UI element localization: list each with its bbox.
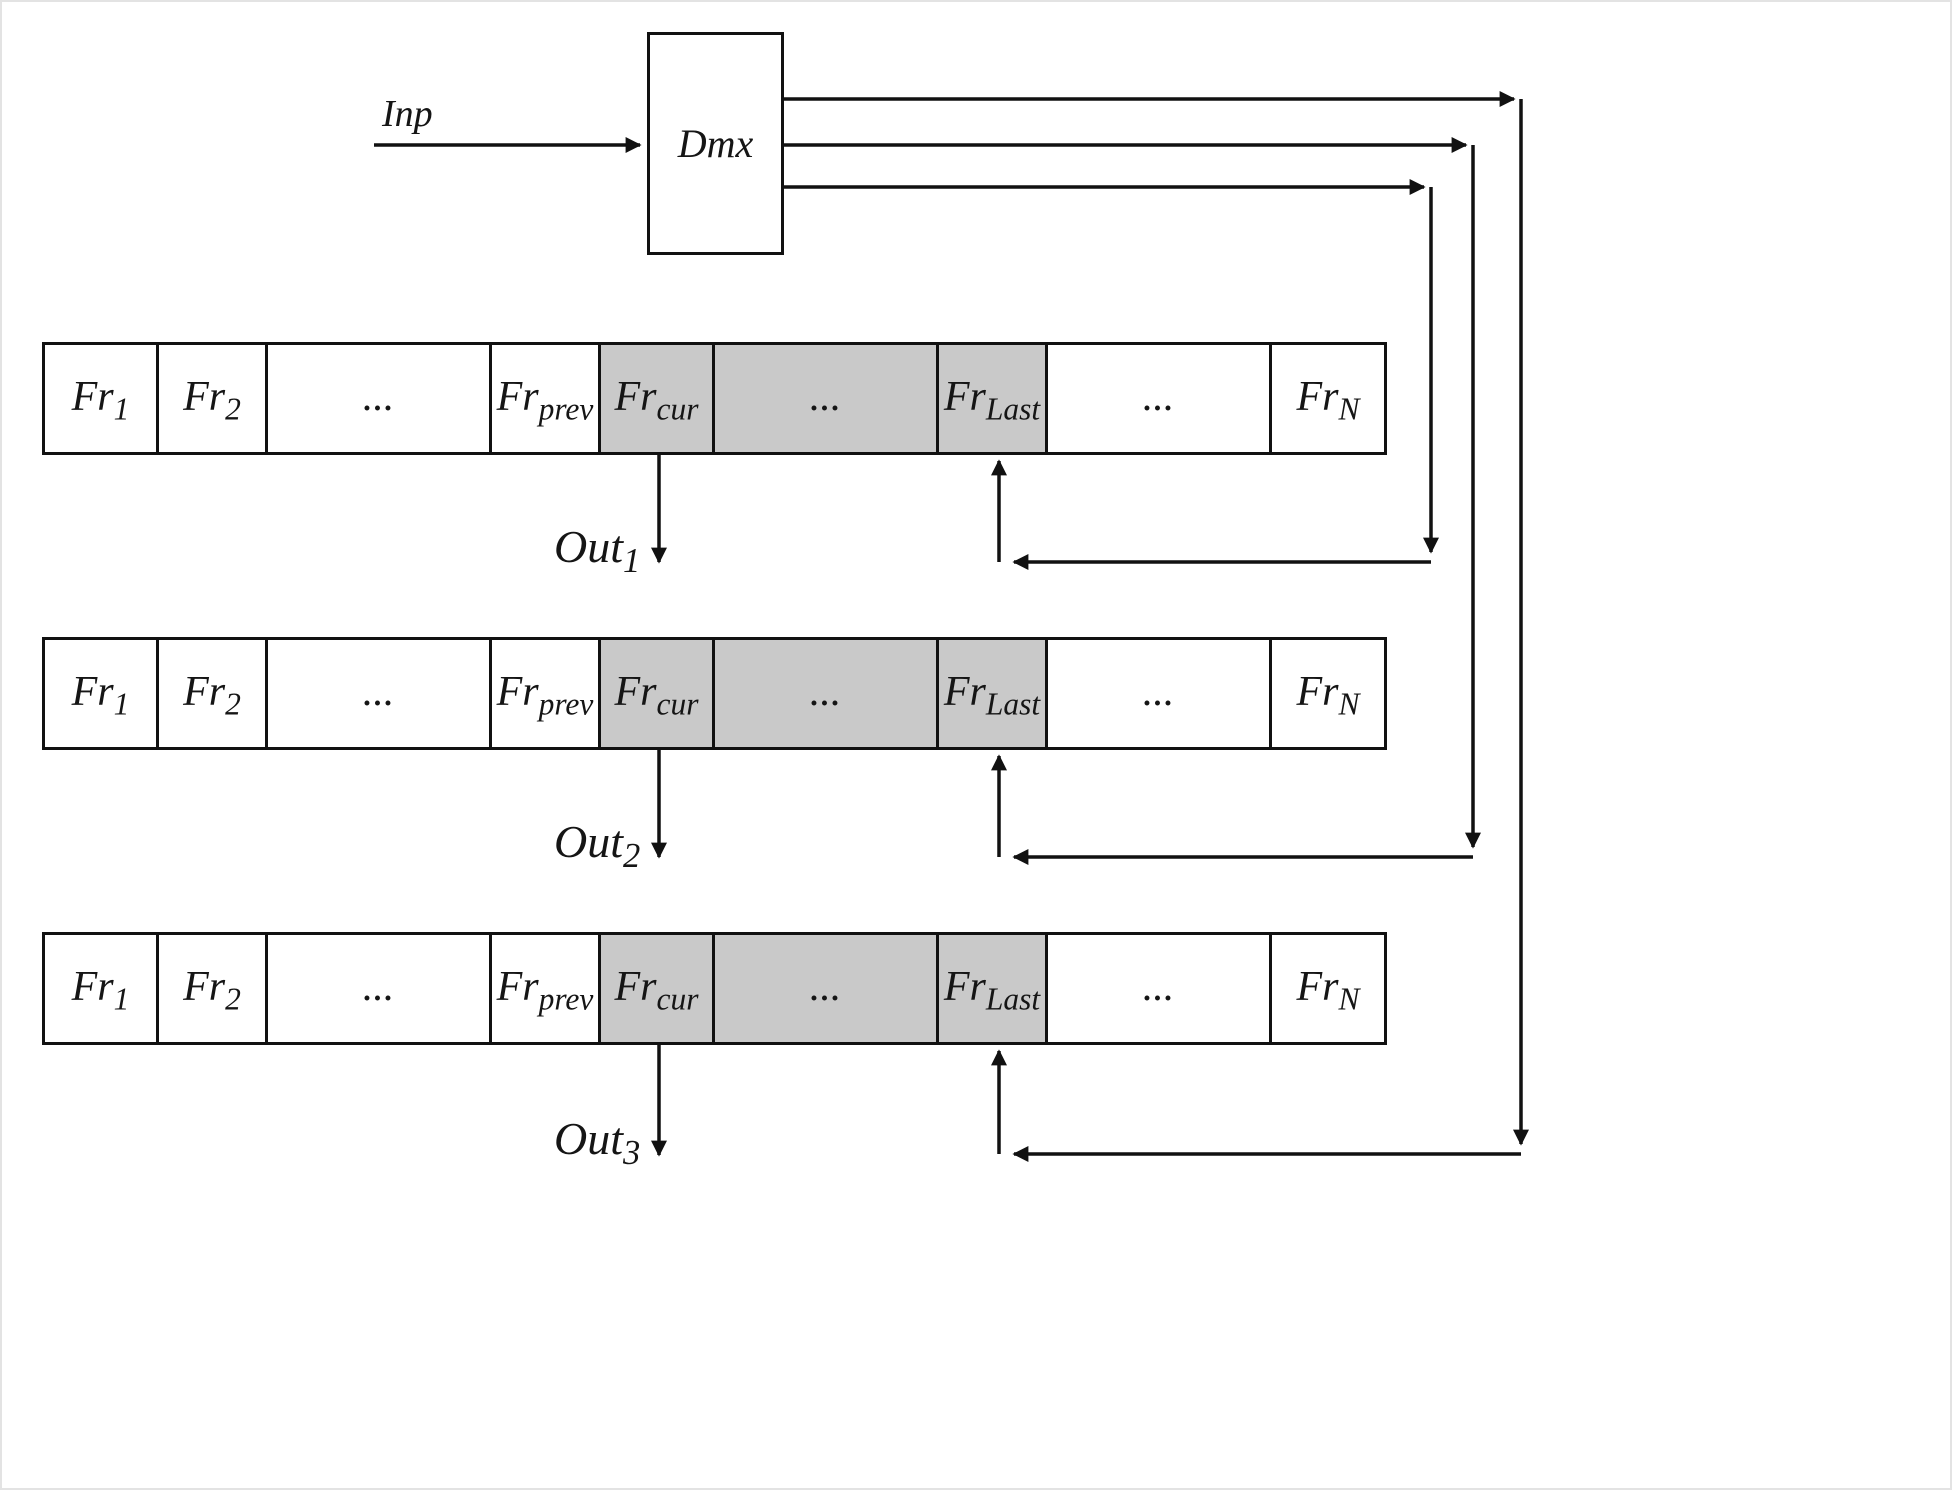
cell-text: Fr — [614, 963, 657, 1010]
frame-cell-ellipsis: ... — [1048, 935, 1272, 1042]
cell-text: ... — [809, 373, 842, 420]
cell-subscript: 2 — [225, 390, 241, 426]
frame-cell-last: FrLast — [939, 935, 1048, 1042]
cell-subscript: prev — [538, 685, 594, 721]
cell-text: Fr — [71, 373, 114, 420]
cell-text: Fr — [71, 963, 114, 1010]
frame-cell-current: Frcur — [601, 935, 715, 1042]
cell-text: ... — [362, 373, 395, 420]
out-label-subscript: 1 — [623, 542, 641, 581]
frame-buffer-row-1: Fr1 Fr2 ... Frprev Frcur ... FrLast ... … — [42, 342, 1387, 455]
cell-subscript: Last — [985, 390, 1041, 426]
out-label-text: Out — [554, 521, 623, 572]
cell-text: Fr — [943, 963, 986, 1010]
frame-buffer-row-3: Fr1 Fr2 ... Frprev Frcur ... FrLast ... … — [42, 932, 1387, 1045]
out-label-text: Out — [554, 1113, 623, 1164]
frame-cell-current: Frcur — [601, 345, 715, 452]
out-label-subscript: 3 — [623, 1134, 641, 1173]
frame-cell-prev: Frprev — [492, 345, 601, 452]
cell-subscript: 1 — [113, 980, 130, 1016]
cell-text: Fr — [1296, 668, 1339, 715]
cell-text: ... — [1142, 373, 1175, 420]
cell-text: Fr — [943, 373, 986, 420]
cell-text: Fr — [183, 668, 226, 715]
cell-subscript: Last — [985, 980, 1041, 1016]
demux-block: Dmx — [647, 32, 784, 255]
cell-subscript: cur — [656, 685, 699, 721]
out3-label: Out3 — [554, 1112, 640, 1171]
frame-cell-fr2: Fr2 — [159, 935, 268, 1042]
cell-subscript: prev — [538, 390, 594, 426]
cell-text: Fr — [943, 668, 986, 715]
frame-cell-ellipsis-shaded: ... — [715, 345, 939, 452]
frame-cell-prev: Frprev — [492, 935, 601, 1042]
out1-label: Out1 — [554, 520, 640, 579]
cell-subscript: 1 — [113, 685, 130, 721]
frame-buffer-row-2: Fr1 Fr2 ... Frprev Frcur ... FrLast ... … — [42, 637, 1387, 750]
frame-cell-ellipsis-shaded: ... — [715, 640, 939, 747]
cell-subscript: 2 — [225, 685, 241, 721]
cell-subscript: 1 — [113, 390, 130, 426]
cell-text: Fr — [496, 668, 539, 715]
cell-subscript: cur — [656, 980, 699, 1016]
cell-subscript: N — [1338, 390, 1360, 426]
frame-cell-frN: FrN — [1272, 935, 1384, 1042]
cell-text: Fr — [183, 963, 226, 1010]
out-label-subscript: 2 — [623, 837, 641, 876]
frame-cell-ellipsis: ... — [1048, 640, 1272, 747]
frame-cell-ellipsis-shaded: ... — [715, 935, 939, 1042]
cell-subscript: Last — [985, 685, 1041, 721]
cell-subscript: 2 — [225, 980, 241, 1016]
cell-text: Fr — [614, 373, 657, 420]
frame-cell-fr2: Fr2 — [159, 640, 268, 747]
cell-text: Fr — [1296, 373, 1339, 420]
cell-text: Fr — [496, 373, 539, 420]
frame-cell-last: FrLast — [939, 345, 1048, 452]
input-label: Inp — [382, 93, 433, 135]
out2-label: Out2 — [554, 815, 640, 874]
frame-cell-frN: FrN — [1272, 345, 1384, 452]
cell-text: ... — [809, 963, 842, 1010]
frame-cell-last: FrLast — [939, 640, 1048, 747]
frame-cell-frN: FrN — [1272, 640, 1384, 747]
frame-cell-fr1: Fr1 — [45, 640, 159, 747]
frame-cell-ellipsis: ... — [1048, 345, 1272, 452]
out-label-text: Out — [554, 816, 623, 867]
demux-label: Dmx — [677, 121, 754, 166]
frame-cell-fr1: Fr1 — [45, 345, 159, 452]
frame-cell-ellipsis: ... — [268, 935, 492, 1042]
cell-text: Fr — [71, 668, 114, 715]
cell-subscript: N — [1338, 685, 1360, 721]
cell-subscript: cur — [656, 390, 699, 426]
cell-text: Fr — [496, 963, 539, 1010]
cell-subscript: N — [1338, 980, 1360, 1016]
frame-cell-ellipsis: ... — [268, 345, 492, 452]
cell-text: ... — [362, 668, 395, 715]
cell-text: ... — [362, 963, 395, 1010]
frame-cell-fr1: Fr1 — [45, 935, 159, 1042]
cell-text: Fr — [1296, 963, 1339, 1010]
frame-cell-prev: Frprev — [492, 640, 601, 747]
frame-cell-ellipsis: ... — [268, 640, 492, 747]
cell-text: Fr — [614, 668, 657, 715]
frame-cell-fr2: Fr2 — [159, 345, 268, 452]
cell-text: ... — [1142, 963, 1175, 1010]
cell-text: Fr — [183, 373, 226, 420]
frame-cell-current: Frcur — [601, 640, 715, 747]
cell-text: ... — [1142, 668, 1175, 715]
cell-text: ... — [809, 668, 842, 715]
cell-subscript: prev — [538, 980, 594, 1016]
